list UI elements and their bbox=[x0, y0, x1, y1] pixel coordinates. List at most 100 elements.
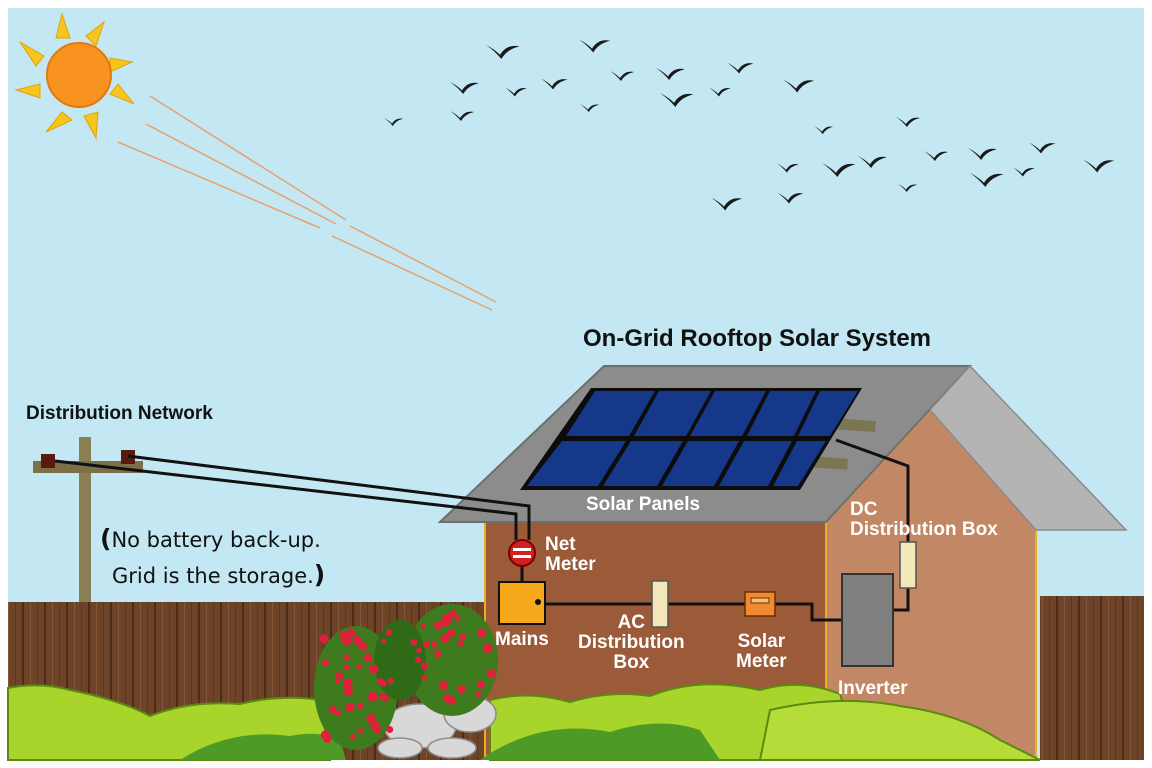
rose-icon bbox=[475, 691, 482, 698]
bird-icon bbox=[660, 93, 694, 107]
bird-icon bbox=[505, 87, 527, 97]
rose-icon bbox=[410, 639, 418, 646]
rose-icon bbox=[358, 642, 368, 651]
rose-icon bbox=[357, 728, 364, 734]
rose-icon bbox=[345, 703, 354, 712]
sun-icon bbox=[14, 12, 135, 140]
bird-icon bbox=[450, 111, 474, 121]
note-open-paren: ( bbox=[100, 524, 112, 553]
rose-icon bbox=[367, 691, 378, 702]
mains-label: Mains bbox=[495, 629, 549, 650]
rose-icon bbox=[356, 664, 362, 670]
distribution-network-label: Distribution Network bbox=[26, 403, 213, 424]
solar-panels-label: Solar Panels bbox=[586, 494, 701, 515]
bird-icon bbox=[822, 163, 856, 177]
bird-icon bbox=[610, 71, 634, 81]
bird-icon bbox=[777, 163, 799, 173]
rose-icon bbox=[477, 628, 487, 638]
bird-icon bbox=[777, 192, 804, 204]
rose-icon bbox=[434, 621, 443, 630]
bird-icon bbox=[924, 151, 948, 161]
dc-box-label-line-1: DC bbox=[850, 499, 878, 520]
bird-icon bbox=[898, 184, 918, 192]
rose-icon bbox=[343, 654, 351, 661]
solar-meter-icon bbox=[744, 591, 776, 617]
solar-panels bbox=[520, 388, 862, 490]
rose-icon bbox=[343, 664, 350, 671]
rose-icon bbox=[438, 680, 448, 690]
grass-hills bbox=[7, 683, 1041, 761]
rose-icon bbox=[323, 735, 332, 743]
bird-icon bbox=[384, 118, 404, 126]
rose-icon bbox=[381, 638, 387, 644]
utility-pole bbox=[33, 437, 143, 602]
rose-icon bbox=[366, 713, 377, 724]
diagram-title: On-Grid Rooftop Solar System bbox=[583, 325, 932, 352]
rose-icon bbox=[343, 686, 354, 697]
bird-icon bbox=[1013, 167, 1035, 177]
rose-icon bbox=[339, 631, 348, 640]
bird-icon bbox=[709, 87, 731, 97]
rose-icon bbox=[357, 702, 364, 710]
mains-box bbox=[498, 581, 546, 625]
inverter-label: Inverter bbox=[838, 678, 908, 699]
dc-box-label: DC Distribution Box bbox=[850, 500, 998, 540]
rose-icon bbox=[486, 668, 496, 679]
rose-icon bbox=[319, 634, 329, 644]
rose-icon bbox=[335, 672, 341, 678]
bird-icon bbox=[1029, 142, 1056, 154]
dc-box-label-line-2: Distribution Box bbox=[850, 518, 998, 540]
bird-icon bbox=[970, 173, 1004, 187]
ac-box-label: AC Distribution Box bbox=[578, 613, 685, 673]
rose-icon bbox=[321, 659, 330, 667]
rose-icon bbox=[431, 641, 438, 648]
wiring bbox=[54, 438, 910, 622]
dc-distribution-box bbox=[899, 541, 917, 589]
net-meter-label: Net Meter bbox=[545, 535, 596, 575]
rose-icon bbox=[415, 656, 422, 664]
note-line-1: No battery back-up. bbox=[111, 528, 321, 552]
rose-icon bbox=[335, 678, 341, 685]
rose-icon bbox=[342, 678, 353, 689]
note-line-2: Grid is the storage. bbox=[112, 564, 314, 589]
bird-icon bbox=[541, 78, 568, 90]
bird-icon bbox=[486, 45, 520, 59]
bird-icon bbox=[814, 126, 834, 134]
inverter bbox=[841, 573, 894, 667]
ac-box-label-line-3: Box bbox=[613, 651, 650, 673]
rose-icon bbox=[420, 662, 429, 670]
bird-icon bbox=[858, 156, 887, 168]
bird-icon bbox=[968, 148, 997, 160]
rose-icon bbox=[382, 694, 389, 702]
bird-icon bbox=[896, 117, 920, 127]
rose-icon bbox=[387, 677, 395, 685]
rose-icon bbox=[363, 653, 373, 662]
rose-icon bbox=[457, 684, 466, 694]
rose-icon bbox=[352, 635, 363, 646]
bird-icon bbox=[450, 82, 479, 94]
bird-icon bbox=[579, 39, 611, 53]
sun-rays bbox=[117, 95, 497, 311]
rose-icon bbox=[457, 640, 465, 647]
net-meter-label-line-1: Net bbox=[545, 534, 576, 555]
rose-icon bbox=[328, 705, 337, 714]
bird-icon bbox=[783, 79, 815, 93]
rose-icon bbox=[440, 633, 450, 643]
ac-distribution-box bbox=[651, 580, 669, 628]
rose-icon bbox=[368, 664, 379, 674]
bird-icon bbox=[656, 68, 685, 80]
net-meter-label-line-2: Meter bbox=[545, 553, 596, 575]
ac-box-label-line-2: Distribution bbox=[578, 631, 685, 653]
bird-icon bbox=[727, 62, 754, 74]
rose-icon bbox=[449, 610, 457, 617]
birds bbox=[384, 39, 1115, 211]
rose-icon bbox=[335, 710, 342, 717]
rose-icon bbox=[454, 615, 461, 622]
note-close-paren: ) bbox=[313, 560, 326, 590]
rose-icon bbox=[377, 678, 385, 686]
solar-meter-label-line-2: Meter bbox=[736, 650, 787, 672]
rose-icon bbox=[374, 727, 381, 734]
solar-meter-label: Solar Meter bbox=[736, 632, 787, 672]
net-meter-icon bbox=[508, 539, 536, 567]
